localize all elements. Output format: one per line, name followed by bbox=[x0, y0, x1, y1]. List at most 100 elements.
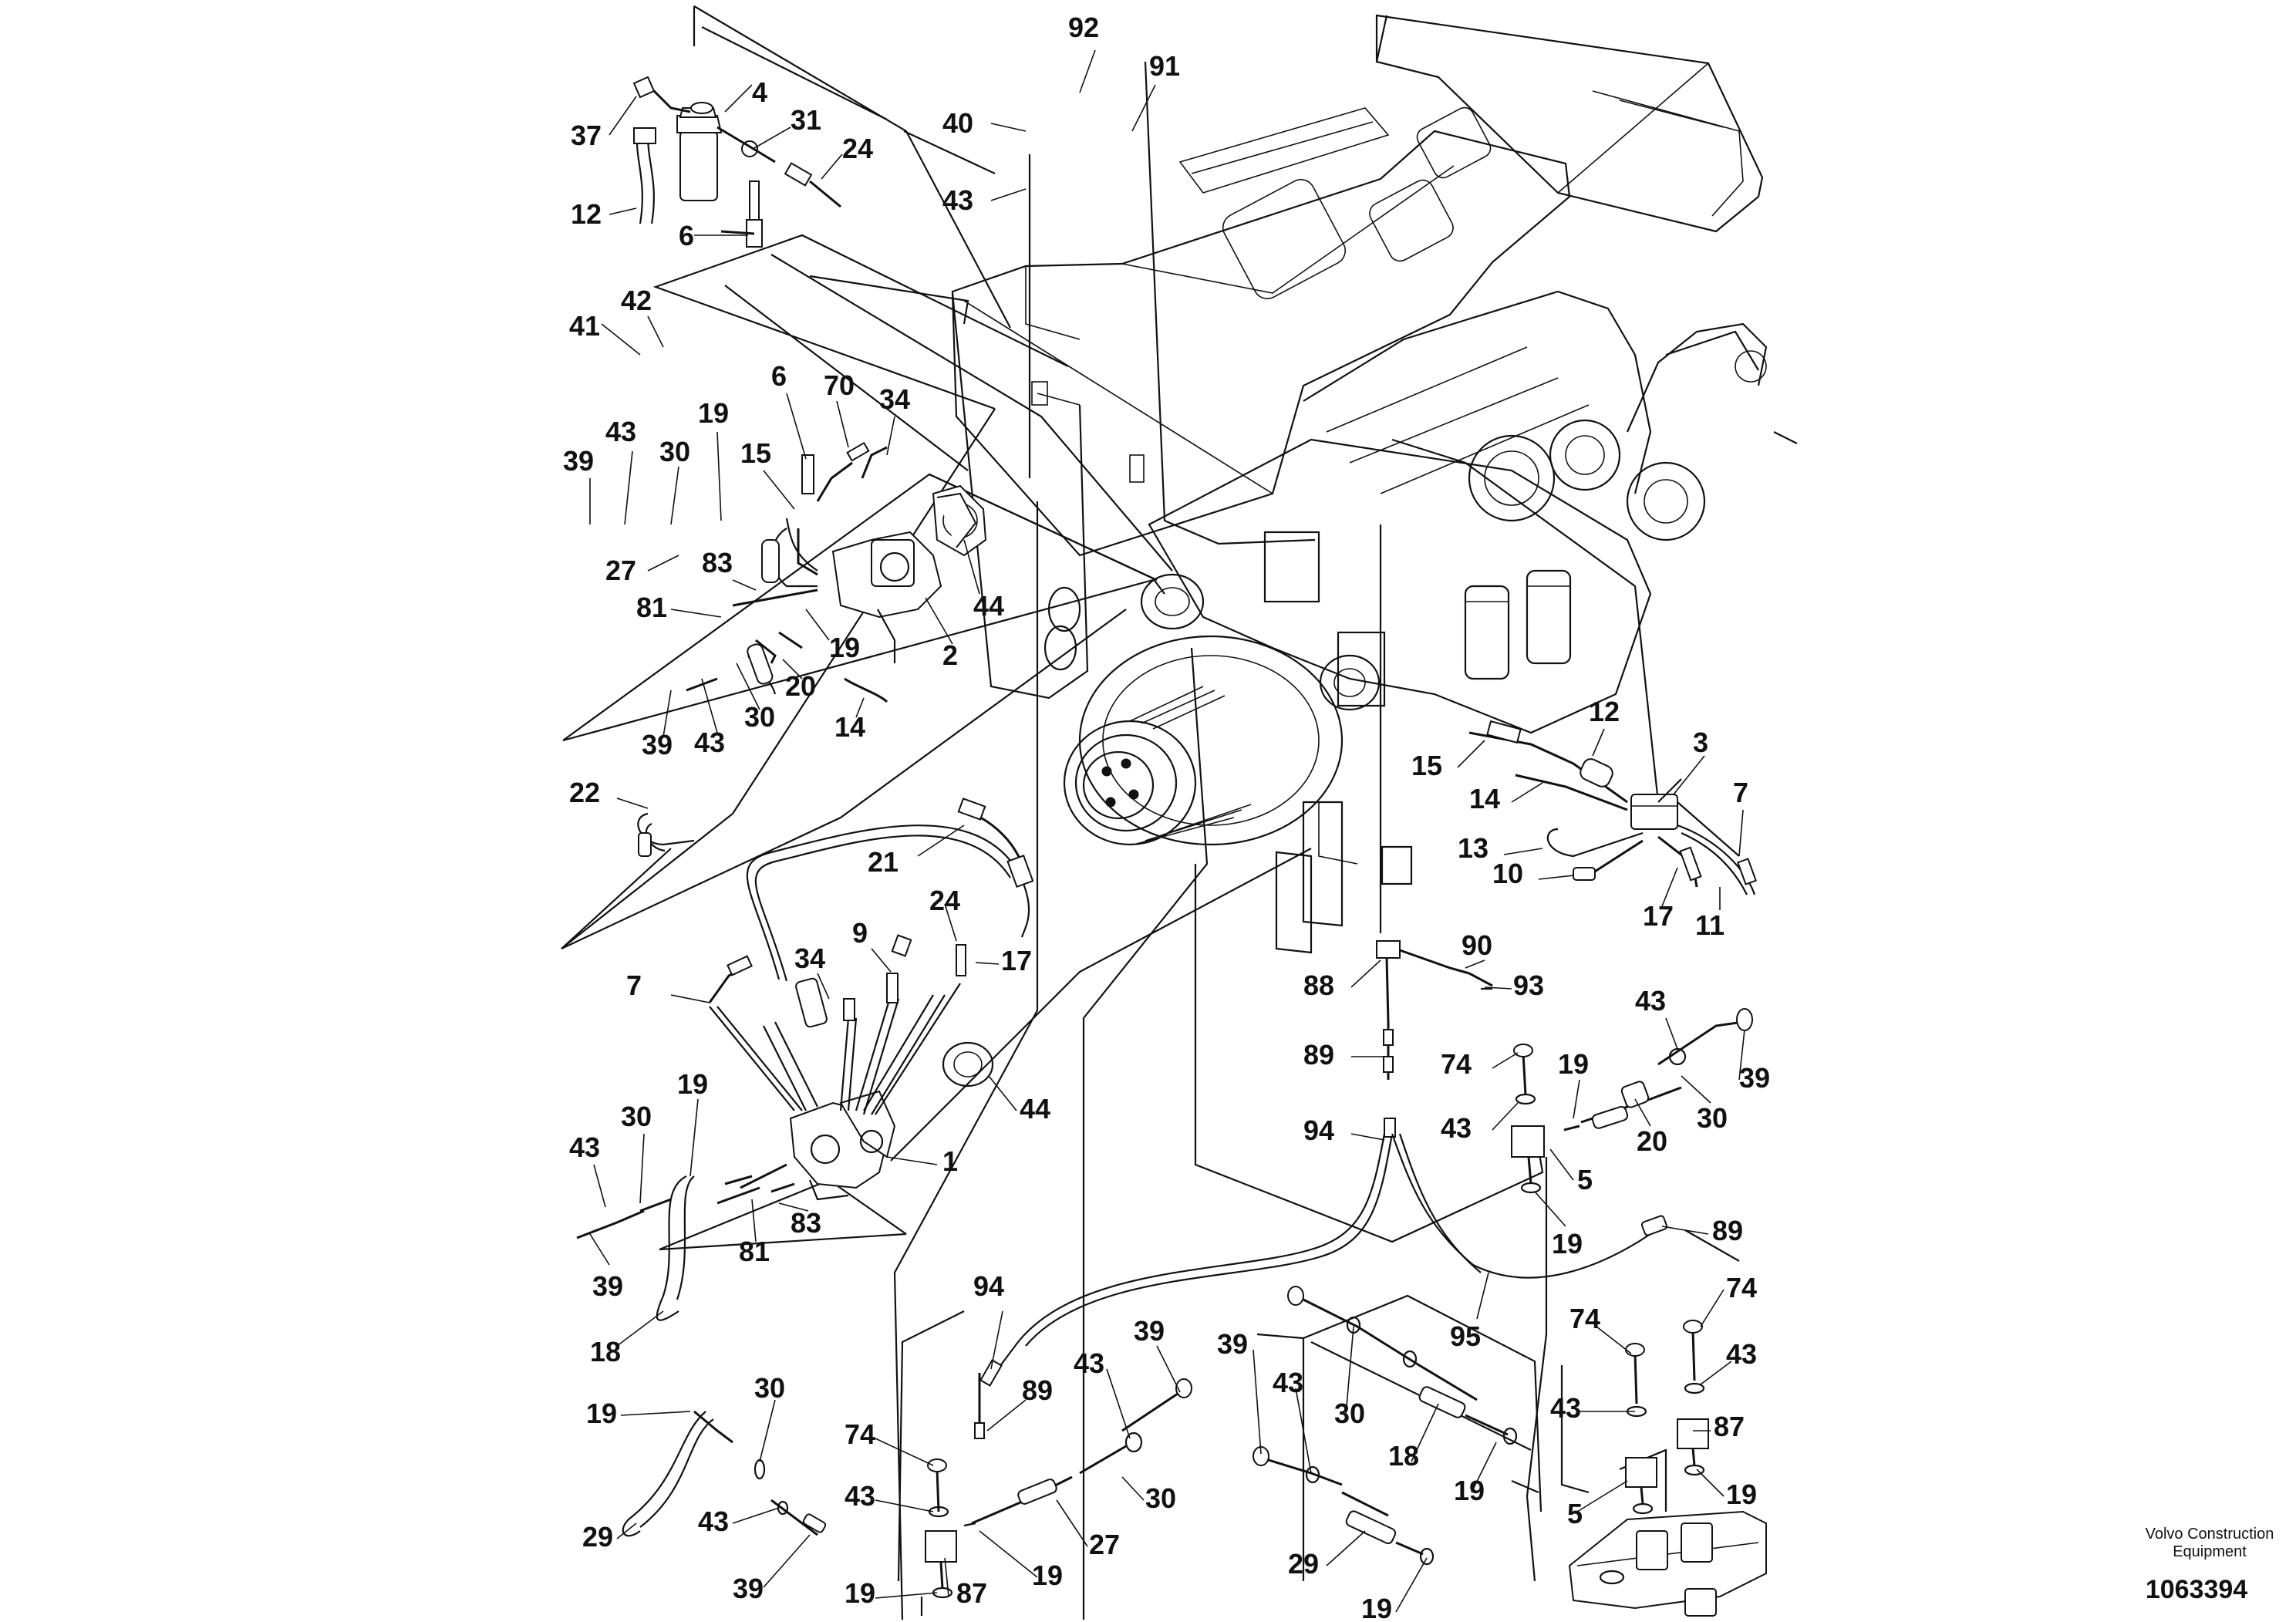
callout-leaders bbox=[589, 49, 1745, 1613]
callout-27: 27 bbox=[605, 555, 636, 586]
callout-90: 90 bbox=[1462, 929, 1492, 961]
callout-39: 39 bbox=[642, 729, 673, 760]
callout-43: 43 bbox=[569, 1131, 600, 1163]
callout-7: 7 bbox=[1733, 777, 1748, 808]
callout-21: 21 bbox=[868, 846, 899, 878]
callout-19: 19 bbox=[829, 632, 860, 663]
engine-frame-assembly bbox=[951, 14, 1798, 954]
callout-41: 41 bbox=[569, 310, 600, 342]
callout-30: 30 bbox=[754, 1372, 785, 1404]
callout-39: 39 bbox=[1134, 1315, 1165, 1347]
callout-27: 27 bbox=[1089, 1529, 1120, 1560]
callout-39: 39 bbox=[733, 1573, 764, 1604]
group-boundary-lines bbox=[561, 5, 1740, 1620]
callout-87: 87 bbox=[1714, 1411, 1745, 1442]
callout-14: 14 bbox=[834, 711, 865, 743]
callout-2: 2 bbox=[942, 639, 958, 671]
lower-right-group bbox=[1253, 1286, 1767, 1617]
callout-3: 3 bbox=[1693, 727, 1708, 758]
callout-15: 15 bbox=[1411, 750, 1442, 781]
callout-19: 19 bbox=[845, 1577, 875, 1609]
callout-95: 95 bbox=[1450, 1320, 1481, 1352]
callout-70: 70 bbox=[824, 369, 855, 401]
callout-83: 83 bbox=[702, 547, 733, 578]
callout-39: 39 bbox=[592, 1270, 623, 1302]
callout-89: 89 bbox=[1022, 1374, 1053, 1406]
callout-18: 18 bbox=[590, 1336, 621, 1367]
callout-1: 1 bbox=[942, 1145, 958, 1177]
callout-19: 19 bbox=[1558, 1048, 1589, 1080]
callout-20: 20 bbox=[785, 670, 816, 702]
callout-24: 24 bbox=[842, 133, 873, 164]
callout-5: 5 bbox=[1577, 1164, 1593, 1195]
drawing-number: 1063394 bbox=[2146, 1575, 2247, 1604]
callout-42: 42 bbox=[621, 285, 652, 316]
callout-74: 74 bbox=[845, 1418, 875, 1450]
callout-74: 74 bbox=[1441, 1048, 1472, 1080]
callout-30: 30 bbox=[1334, 1398, 1365, 1429]
filter-group bbox=[632, 76, 841, 248]
callout-34: 34 bbox=[879, 383, 910, 415]
callout-92: 92 bbox=[1068, 12, 1099, 43]
pump-2-assembly bbox=[686, 441, 987, 703]
callout-44: 44 bbox=[973, 590, 1004, 622]
callout-43: 43 bbox=[1635, 985, 1666, 1017]
callout-44: 44 bbox=[1020, 1093, 1050, 1125]
pump-1-assembly bbox=[576, 798, 1034, 1321]
callout-11: 11 bbox=[1695, 909, 1725, 941]
callout-43: 43 bbox=[942, 184, 973, 216]
callout-6: 6 bbox=[679, 220, 694, 251]
callout-19: 19 bbox=[698, 397, 729, 429]
callout-labels: 92 91 40 43 37 4 31 24 12 6 41 42 6 70 3… bbox=[563, 12, 1770, 1622]
callout-4: 4 bbox=[752, 76, 767, 108]
callout-12: 12 bbox=[571, 198, 602, 230]
callout-19: 19 bbox=[677, 1068, 708, 1100]
callout-94: 94 bbox=[1303, 1114, 1334, 1146]
callout-30: 30 bbox=[659, 436, 690, 467]
callout-30: 30 bbox=[621, 1101, 652, 1132]
callout-43: 43 bbox=[1273, 1367, 1303, 1398]
callout-15: 15 bbox=[740, 437, 771, 469]
callout-19: 19 bbox=[1552, 1228, 1583, 1259]
callout-43: 43 bbox=[1441, 1112, 1472, 1144]
callout-74: 74 bbox=[1569, 1303, 1600, 1334]
callout-30: 30 bbox=[744, 701, 775, 733]
callout-7: 7 bbox=[626, 969, 642, 1001]
callout-19: 19 bbox=[1726, 1479, 1757, 1510]
callout-39: 39 bbox=[1739, 1062, 1770, 1094]
callout-43: 43 bbox=[605, 416, 636, 447]
callout-93: 93 bbox=[1513, 969, 1544, 1001]
callout-9: 9 bbox=[852, 917, 868, 949]
callout-91: 91 bbox=[1149, 50, 1180, 82]
harness-sensors bbox=[974, 940, 1753, 1439]
callout-14: 14 bbox=[1469, 783, 1500, 814]
company-name-line2: Equipment bbox=[2173, 1543, 2247, 1560]
callout-89: 89 bbox=[1303, 1039, 1334, 1071]
callout-94: 94 bbox=[973, 1270, 1004, 1302]
callout-43: 43 bbox=[1074, 1347, 1104, 1379]
callout-81: 81 bbox=[636, 592, 667, 623]
callout-6: 6 bbox=[771, 360, 787, 392]
callout-30: 30 bbox=[1697, 1102, 1728, 1134]
valve-3-group bbox=[1468, 720, 1757, 895]
callout-43: 43 bbox=[694, 727, 725, 758]
callout-22: 22 bbox=[569, 777, 600, 808]
callout-39: 39 bbox=[1217, 1328, 1248, 1360]
callout-24: 24 bbox=[929, 885, 960, 916]
callout-10: 10 bbox=[1492, 858, 1523, 889]
callout-30: 30 bbox=[1145, 1482, 1176, 1514]
callout-19: 19 bbox=[1361, 1593, 1392, 1622]
drawing-footer: Volvo Construction Equipment 1063394 bbox=[2146, 1526, 2274, 1604]
callout-37: 37 bbox=[571, 120, 602, 151]
callout-43: 43 bbox=[1726, 1338, 1757, 1370]
callout-13: 13 bbox=[1458, 832, 1489, 864]
callout-39: 39 bbox=[563, 445, 594, 477]
callout-74: 74 bbox=[1726, 1272, 1757, 1303]
callout-19: 19 bbox=[1032, 1560, 1063, 1591]
callout-29: 29 bbox=[582, 1521, 613, 1553]
callout-34: 34 bbox=[794, 943, 825, 974]
callout-12: 12 bbox=[1589, 696, 1620, 727]
callout-19: 19 bbox=[1454, 1475, 1485, 1506]
callout-89: 89 bbox=[1712, 1215, 1743, 1246]
